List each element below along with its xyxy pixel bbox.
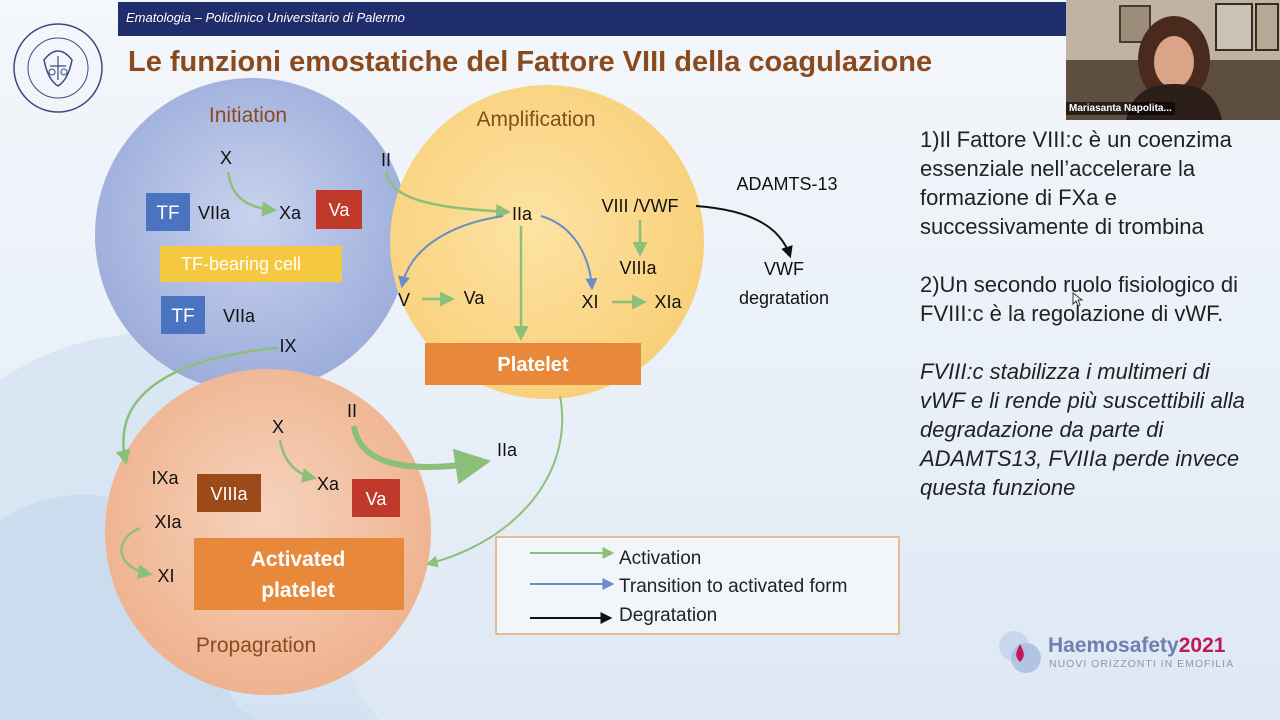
prop-iia: IIa [497,440,518,460]
explanation-text: 1)Il Fattore VIII:c è un coenzima essenz… [920,125,1260,531]
legend-transition: Transition to activated form [619,576,847,597]
prop-xa: Xa [317,474,340,494]
prop-ix: IX [279,336,296,356]
explanation-p1: 1)Il Fattore VIII:c è un coenzima essenz… [920,127,1232,239]
init-xa: Xa [279,203,302,223]
haemosafety-logo-icon [999,631,1041,673]
amp-adamts: ADAMTS-13 [736,174,837,194]
platelet: Platelet [497,354,568,376]
amp-vwf: VWF [764,259,804,279]
mouse-cursor-icon [1072,292,1084,307]
propagation-circle [105,369,431,695]
initiation-label: Initiation [209,104,287,127]
amp-viiia: VIIIa [619,258,657,278]
prop-xia-to-xi-arrow [120,526,153,580]
init-tf2: TF [171,306,194,327]
prop-x-to-xa-arrow [278,439,317,483]
init-va: Va [329,200,351,220]
prop-va: Va [366,489,388,509]
amp-vwf-degradation-arrow [695,205,793,259]
header-text: Ematologia – Policlinico Universitario d… [126,10,405,25]
slide-title: Le funzioni emostatiche del Fattore VIII… [128,46,933,78]
explanation-p2: 2)Un secondo ruolo fisiologico di FVIII:… [920,272,1238,326]
amp-va: Va [464,288,486,308]
participant-video-tile[interactable]: Mariasanta Napolita... [1066,0,1280,120]
tf-bearing-cell-box [160,246,342,282]
init-viia: VIIa [198,203,231,223]
init-va-box [316,190,362,229]
init-x: X [220,148,232,168]
prop-x: X [272,417,284,437]
amp-degr: degratation [739,288,829,308]
header-bar [118,2,1066,36]
prop-ix-to-ixa-arrow [115,346,279,465]
activated-platelet-line2: platelet [261,579,335,602]
amp-xi: XI [581,292,598,312]
prop-viiia-box [197,474,261,512]
amp-viii-vwf: VIII /VWF [601,196,678,216]
init-tf-box [146,193,190,231]
amp-iia-to-xi-arrow [540,215,598,291]
amplification-label: Amplification [476,108,595,131]
tf-bearing-cell: TF-bearing cell [181,254,301,274]
init-tf2-box [161,296,205,334]
init-x-to-xa-arrow [226,171,277,217]
platelet-box [425,343,641,385]
prop-ii-to-iia-arrow [351,425,492,485]
amp-v: V [398,290,410,310]
prop-ixa: IXa [151,468,179,488]
amp-ii-to-iia-arrow [384,171,511,219]
amp-iia: IIa [512,204,533,224]
explanation-p3: FVIII:c stabilizza i multimeri di vWF e … [920,359,1245,500]
init-tf: TF [156,203,179,224]
prop-viiia: VIIIa [210,484,248,504]
prop-xi: XI [157,566,174,586]
amplification-circle [390,85,704,399]
legend-degradation: Degratation [619,605,717,626]
amp-iia-to-v-arrow [398,215,504,289]
amp-ii: II [381,150,391,170]
participant-video [1066,0,1280,120]
prop-ii: II [347,401,357,421]
propagation-label: Propagration [196,634,316,657]
university-seal-icon [13,23,103,113]
activated-platelet-line1: Activated [251,548,346,571]
prop-va-box [352,479,400,517]
logo-name: Haemosafety2021 [1048,634,1226,657]
legend-activation: Activation [619,548,701,569]
activated-platelet-box [194,538,404,610]
participant-name: Mariasanta Napolita... [1066,102,1175,115]
prop-xia: XIa [154,512,182,532]
init-viia2: VIIa [223,306,256,326]
platelet-to-activated-arrow [425,395,564,568]
logo-subtitle: NUOVI ORIZZONTI IN EMOFILIA [1049,658,1235,670]
amp-xia: XIa [654,292,682,312]
